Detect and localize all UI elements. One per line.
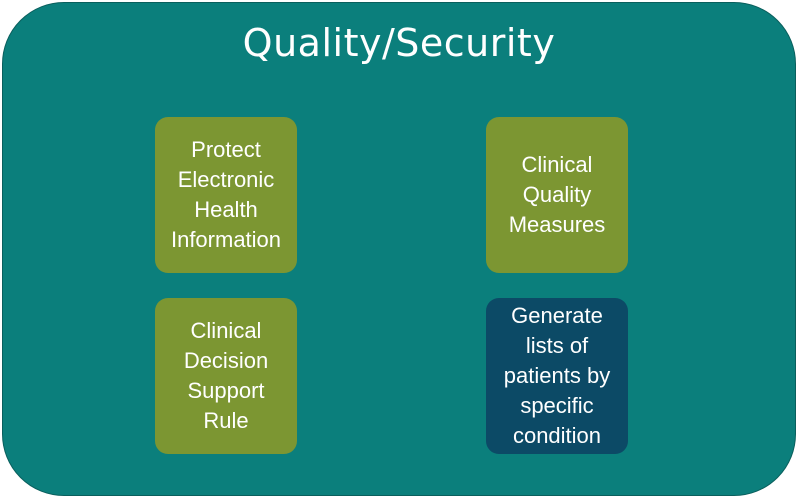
panel-title: Quality/Security [242,21,556,65]
box-clinical-quality-measures: Clinical Quality Measures [486,117,628,273]
box-clinical-decision-support-rule: Clinical Decision Support Rule [155,298,297,454]
box-generate-patient-lists: Generate lists of patients by specific c… [486,298,628,454]
box-protect-electronic-health-information: Protect Electronic Health Information [155,117,297,273]
